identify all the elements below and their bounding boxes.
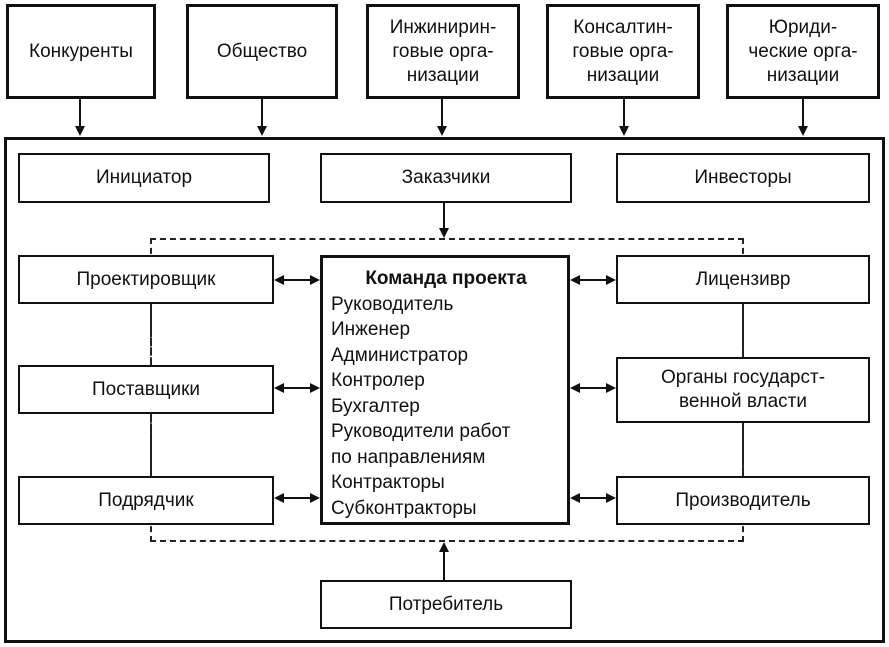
box-competitors: Конкуренты xyxy=(6,4,156,99)
box-contractor: Подрядчик xyxy=(18,476,274,525)
team-member: Администратор xyxy=(331,344,469,366)
team-member: по направлениям xyxy=(331,446,486,468)
box-consulting: Консалтин- говые орга- низации xyxy=(546,4,700,99)
team-member: Субконтракторы xyxy=(331,497,477,519)
box-consulting-line2: говые орга- xyxy=(572,40,674,62)
box-project-team: Команда проекта Руководитель Инженер Адм… xyxy=(320,255,570,525)
box-licensor-label: Лицензивр xyxy=(695,268,791,290)
box-consulting-line3: низации xyxy=(586,64,660,86)
box-designer-label: Проектировщик xyxy=(76,268,216,290)
box-licensor: Лицензивр xyxy=(616,255,870,304)
box-suppliers: Поставщики xyxy=(18,365,274,414)
left-dashed-connector-upper xyxy=(150,303,152,365)
left-dashed-connector-lower xyxy=(150,414,152,476)
box-society: Общество xyxy=(186,4,338,99)
team-member: Бухгалтер xyxy=(331,395,420,417)
box-engineering: Инжинирин- говые орга- низации xyxy=(366,4,520,99)
box-consulting-line1: Консалтин- xyxy=(573,16,673,38)
team-title: Команда проекта xyxy=(365,268,527,289)
box-consumer-label: Потребитель xyxy=(388,593,504,615)
box-contractor-label: Подрядчик xyxy=(98,489,194,511)
team-member: Руководители работ xyxy=(331,421,511,442)
box-society-line1: Общество xyxy=(216,40,308,62)
box-legal: Юриди- ческие орга- низации xyxy=(726,4,880,99)
project-environment-frame xyxy=(4,137,885,643)
box-engineering-line3: низации xyxy=(406,64,480,86)
box-investors: Инвесторы xyxy=(616,153,870,203)
box-authorities: Органы государст- венной власти xyxy=(616,357,870,423)
box-engineering-line2: говые орга- xyxy=(392,40,494,62)
box-legal-line3: низации xyxy=(766,64,840,86)
box-authorities-line1: Органы государст- xyxy=(660,367,826,388)
right-dashed-connector-lower xyxy=(742,422,744,476)
box-authorities-line2: венной власти xyxy=(678,391,808,412)
box-investors-label: Инвесторы xyxy=(694,167,792,188)
box-customers-label: Заказчики xyxy=(401,167,491,188)
team-member: Руководитель xyxy=(331,293,454,315)
team-member: Контракторы xyxy=(331,472,445,493)
box-legal-line1: Юриди- xyxy=(768,16,838,38)
team-member: Контролер xyxy=(331,370,425,391)
box-designer: Проектировщик xyxy=(18,255,274,304)
box-engineering-line1: Инжинирин- xyxy=(389,16,497,38)
box-legal-line2: ческие орга- xyxy=(748,40,858,62)
box-consumer: Потребитель xyxy=(320,580,572,629)
box-suppliers-label: Поставщики xyxy=(91,378,201,400)
right-dashed-connector-upper xyxy=(742,303,744,357)
box-initiator-label: Инициатор xyxy=(95,167,193,188)
box-manufacturer: Производитель xyxy=(616,476,870,525)
box-competitors-line1: Конкуренты xyxy=(29,40,133,62)
team-member: Инженер xyxy=(331,319,411,340)
box-manufacturer-label: Производитель xyxy=(675,489,811,511)
box-initiator: Инициатор xyxy=(18,153,270,203)
box-customers: Заказчики xyxy=(320,153,572,203)
